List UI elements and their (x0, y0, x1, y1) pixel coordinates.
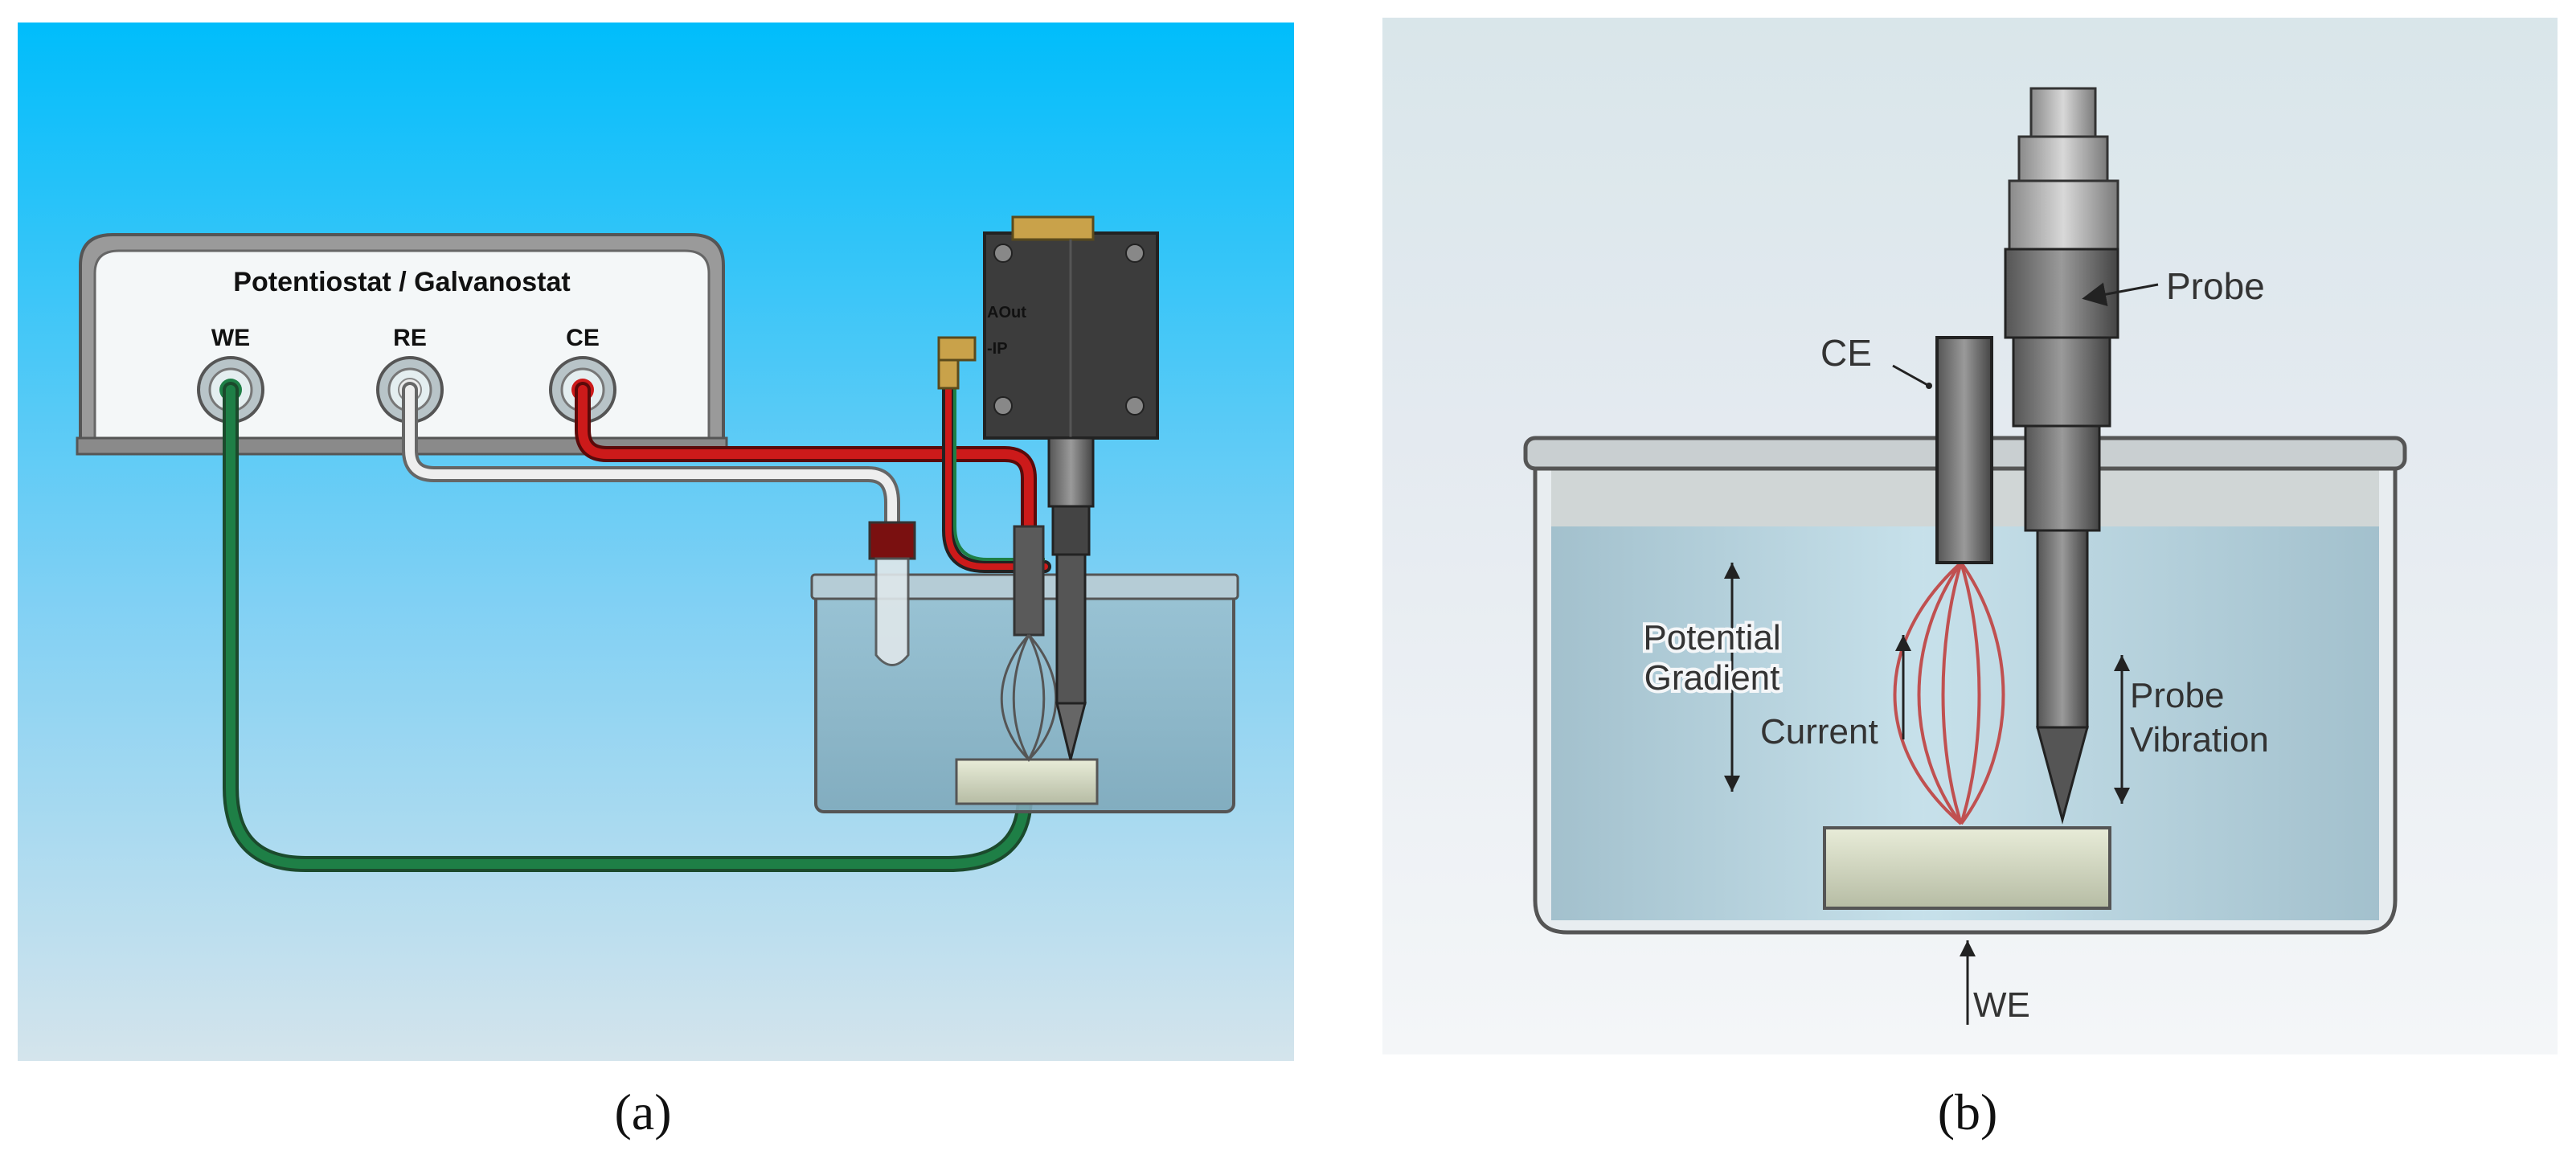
panel-a-background (18, 23, 1294, 1061)
wire-re-white (405, 385, 897, 527)
reference-electrode (868, 521, 916, 666)
port-label-we: WE (211, 325, 250, 351)
sample-b (1823, 826, 2111, 910)
sample-we (955, 758, 1099, 805)
probe-pointer (2082, 282, 2159, 306)
current-label: Current (1760, 712, 1878, 751)
port-label-re: RE (393, 325, 427, 351)
we-label: WE (1973, 985, 2030, 1025)
probe-label: Probe (2166, 265, 2265, 307)
side-connector (937, 336, 977, 390)
probe-vibration-line2: Vibration (2130, 720, 2269, 760)
potential-gradient-line1: Potential (1643, 618, 1780, 657)
device-title: Potentiostat / Galvanostat (233, 267, 570, 297)
potential-gradient-line2: Gradient (1644, 658, 1780, 698)
ce-label: CE (1820, 332, 1872, 374)
probe-cable-red (945, 367, 1048, 570)
ce-pointer (1892, 364, 1930, 387)
caption-b: (b) (1938, 1083, 1998, 1140)
counter-electrode-rod (1935, 336, 1993, 564)
caption-a: (a) (614, 1083, 671, 1140)
potentiostat-box: Potentiostat / Galvanostat WE RE CE (76, 233, 728, 456)
probe-label-ip: -IP (987, 340, 1008, 358)
probe-a: AOut -IP (937, 215, 1159, 760)
counter-electrode-a (1000, 525, 1058, 763)
wire-ce-red (578, 385, 1034, 535)
probe-cable-green (953, 378, 1045, 561)
panel-b: Probe CE Potential Gradient Current Prob… (1382, 18, 2558, 1140)
probe-connector (1011, 215, 1095, 241)
panel-a: Potentiostat / Galvanostat WE RE CE (18, 23, 1294, 1140)
probe-vibration-line1: Probe (2130, 676, 2224, 715)
annotations-b: Probe CE Potential Gradient Current Prob… (1640, 265, 2269, 1025)
current-lines (1893, 561, 2005, 825)
probe-b (2004, 87, 2119, 825)
wire-we-green (226, 385, 1030, 869)
probe-label-aout: AOut (987, 304, 1026, 321)
port-label-ce: CE (566, 325, 600, 351)
